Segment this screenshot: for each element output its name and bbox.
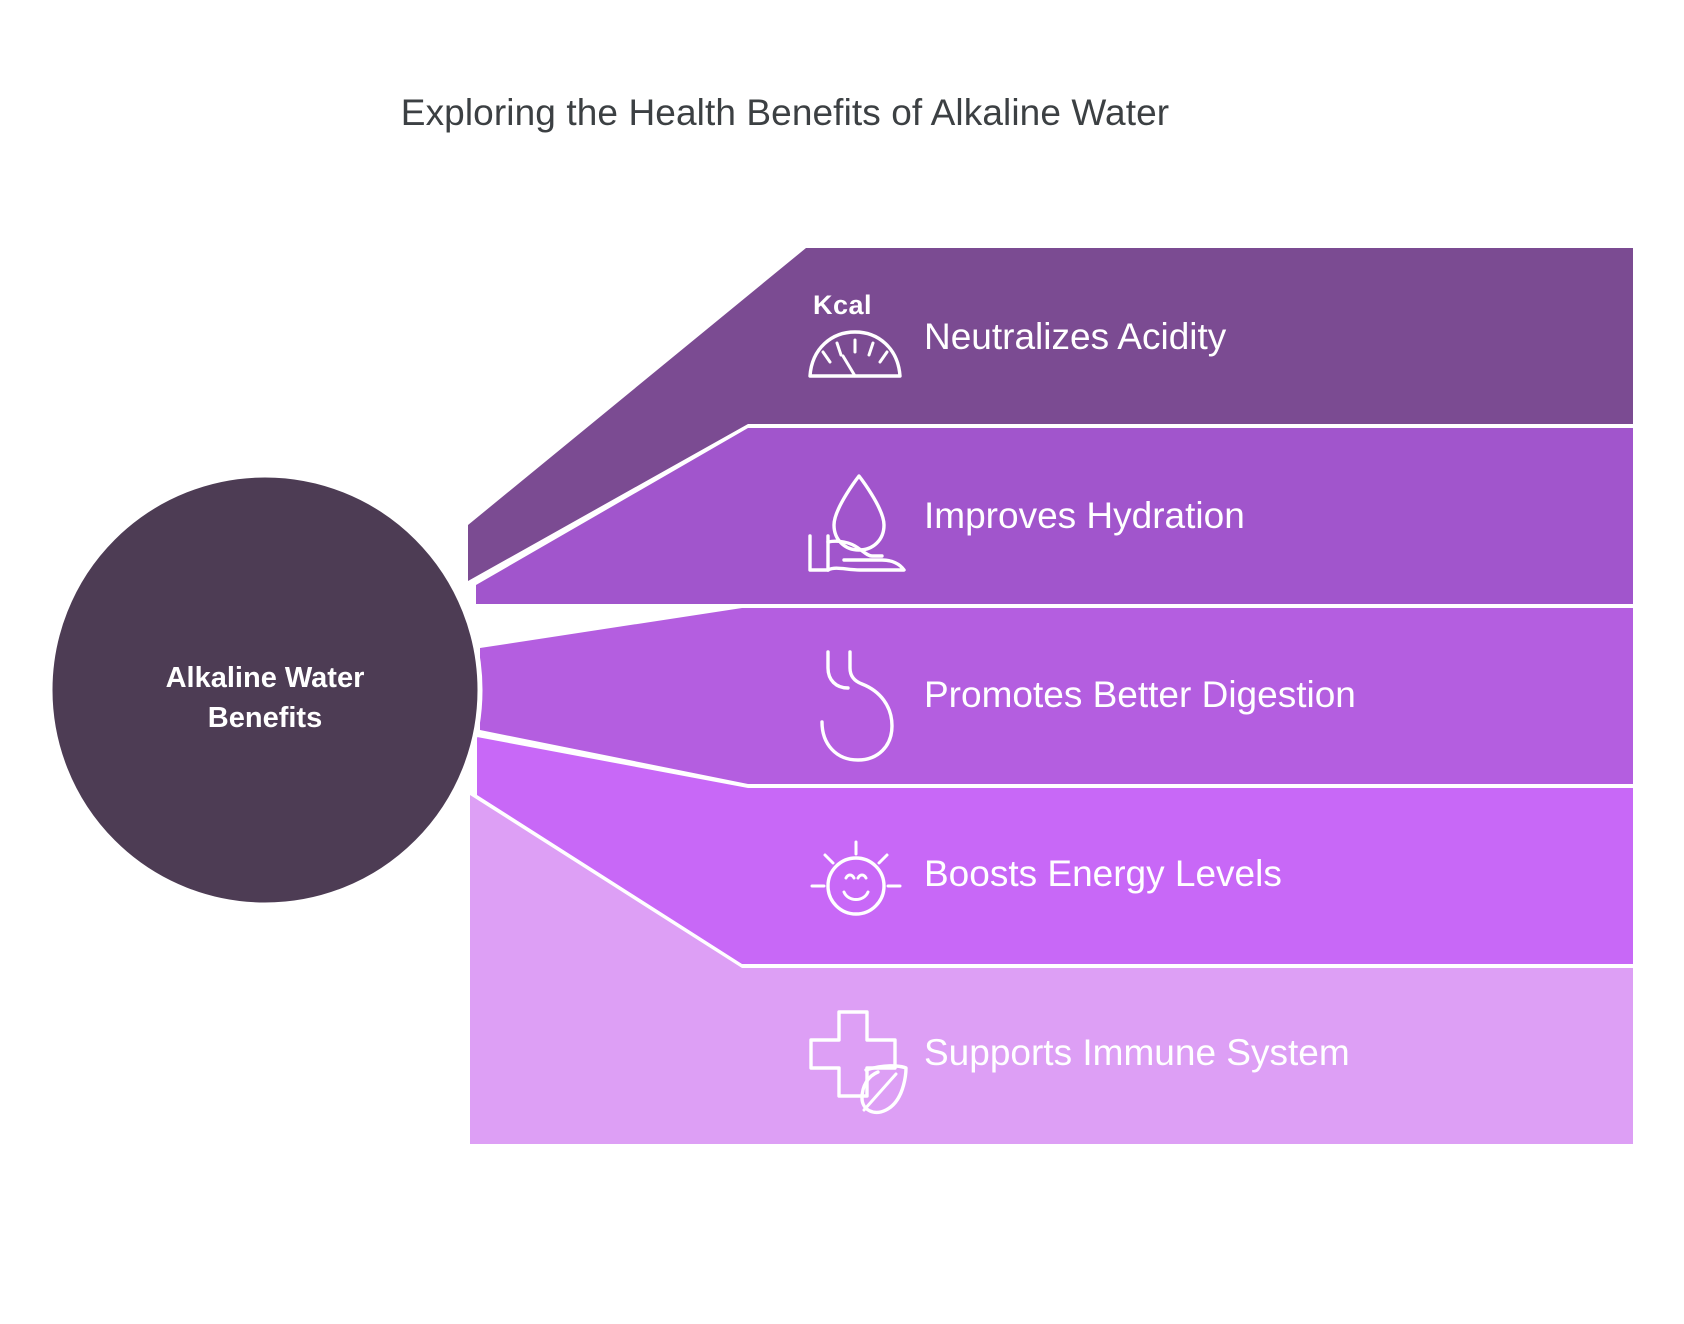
branch-band-shape-4[interactable] <box>477 737 1633 964</box>
branch-row-improves-hydration[interactable]: Improves Hydration <box>476 428 1633 604</box>
branch-row-neutralizes-acidity[interactable]: Kcal Neutralizes Acidity <box>468 248 1633 581</box>
branch-band-shape-2[interactable] <box>476 428 1633 604</box>
branch-band-shape-3[interactable] <box>480 608 1633 784</box>
kcal-icon-text: Kcal <box>813 290 872 320</box>
hub-circle[interactable] <box>47 472 483 908</box>
branch-label-1: Neutralizes Acidity <box>924 316 1227 357</box>
branch-label-3: Promotes Better Digestion <box>924 674 1356 715</box>
hub-node[interactable]: Alkaline Water Benefits <box>47 472 483 908</box>
branch-label-2: Improves Hydration <box>924 495 1245 536</box>
branch-label-4: Boosts Energy Levels <box>924 853 1282 894</box>
branch-row-boosts-energy-levels[interactable]: Boosts Energy Levels <box>477 737 1633 964</box>
page-title: Exploring the Health Benefits of Alkalin… <box>400 92 1170 133</box>
kcal-gauge-icon: Kcal <box>808 290 902 378</box>
medical-cross-leaf-icon <box>809 1010 908 1115</box>
branch-row-promotes-better-digestion[interactable]: Promotes Better Digestion <box>480 608 1633 784</box>
hub-label-line-2: Benefits <box>208 702 322 734</box>
branch-row-supports-immune-system[interactable]: Supports Immune System <box>470 795 1633 1144</box>
branch-band-shape-1[interactable] <box>468 248 1633 581</box>
stomach-icon <box>820 650 894 762</box>
smiling-sun-icon <box>810 840 902 916</box>
branch-band-shape-5[interactable] <box>470 795 1633 1144</box>
hub-label-line-1: Alkaline Water <box>166 662 365 694</box>
branch-label-5: Supports Immune System <box>924 1032 1350 1073</box>
water-drop-hand-icon <box>808 474 906 572</box>
